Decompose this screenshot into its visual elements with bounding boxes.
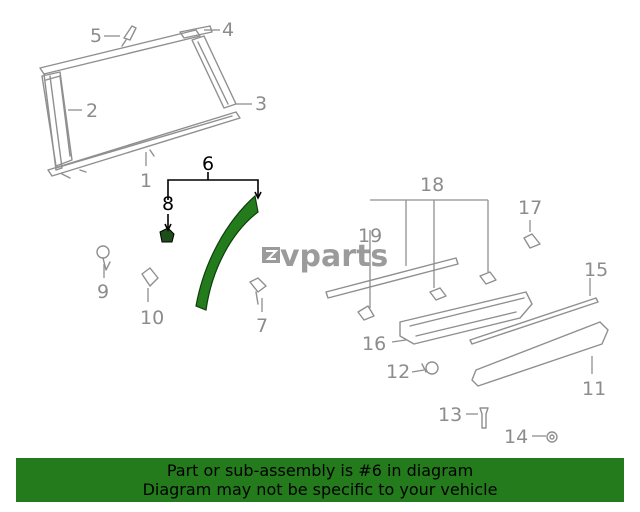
door-frame-molding-part-1[interactable] bbox=[39, 29, 241, 179]
belt-molding-part-19[interactable] bbox=[325, 257, 459, 299]
selection-banner: Part or sub-assembly is #6 in diagram Di… bbox=[16, 458, 624, 502]
callout-17: 17 bbox=[518, 197, 542, 219]
leader-lines-highlight bbox=[164, 172, 262, 232]
callout-5: 5 bbox=[90, 25, 102, 47]
callout-7: 7 bbox=[256, 315, 268, 337]
clip-part-10[interactable] bbox=[141, 267, 159, 287]
clip-part-12[interactable] bbox=[421, 361, 439, 375]
screw-part-9[interactable] bbox=[96, 245, 111, 271]
callout-15: 15 bbox=[584, 259, 608, 281]
rocker-panel-part-11[interactable] bbox=[471, 321, 609, 387]
callout-18: 18 bbox=[420, 174, 444, 196]
clip-part-8[interactable] bbox=[159, 227, 175, 243]
pillar-garnish-part-3[interactable] bbox=[191, 35, 237, 109]
leader-lines bbox=[68, 29, 593, 437]
callout-9: 9 bbox=[97, 281, 109, 303]
callout-2: 2 bbox=[86, 100, 98, 122]
callout-11: 11 bbox=[582, 378, 606, 400]
callout-13: 13 bbox=[438, 404, 462, 426]
bolt-part-13[interactable] bbox=[479, 407, 489, 429]
upper-molding-part-4[interactable] bbox=[179, 25, 213, 39]
clip-part-5[interactable] bbox=[121, 25, 137, 47]
callout-4: 4 bbox=[222, 19, 234, 41]
callout-10: 10 bbox=[140, 307, 164, 329]
callout-3: 3 bbox=[255, 93, 267, 115]
pillar-garnish-part-2[interactable] bbox=[41, 71, 73, 167]
callout-6: 6 bbox=[202, 153, 214, 175]
wheel-opening-molding-part-6[interactable] bbox=[195, 194, 259, 311]
clips-part-18[interactable] bbox=[357, 271, 497, 321]
callout-19: 19 bbox=[358, 225, 382, 247]
banner-line-2: Diagram may not be specific to your vehi… bbox=[142, 480, 498, 499]
clip-part-7[interactable] bbox=[249, 277, 267, 305]
callout-14: 14 bbox=[504, 426, 528, 448]
clip-part-17[interactable] bbox=[523, 233, 541, 249]
rocker-molding-strip-part-15[interactable] bbox=[469, 297, 599, 345]
callout-16: 16 bbox=[362, 333, 386, 355]
callout-8: 8 bbox=[162, 193, 174, 215]
callout-1: 1 bbox=[140, 170, 152, 192]
banner-line-1: Part or sub-assembly is #6 in diagram bbox=[166, 461, 474, 480]
watermark-text: vparts bbox=[280, 239, 388, 274]
nut-part-14[interactable] bbox=[546, 431, 558, 443]
vparts-watermark: vparts bbox=[262, 239, 388, 274]
rocker-molding-part-16[interactable] bbox=[399, 291, 533, 345]
callout-12: 12 bbox=[386, 361, 410, 383]
